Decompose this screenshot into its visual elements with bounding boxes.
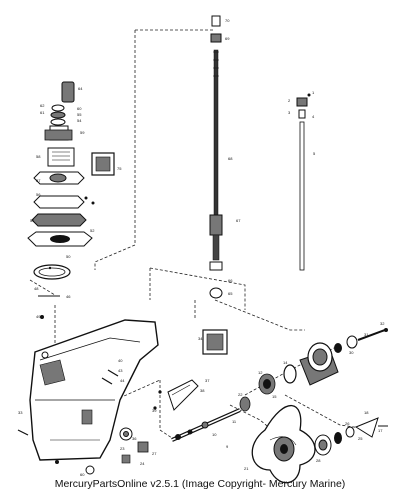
- label-56: 56: [36, 192, 41, 197]
- label-4: 4: [312, 114, 315, 119]
- label-26: 26: [345, 421, 350, 426]
- label-40: 40: [118, 358, 123, 363]
- fin-plate: [167, 379, 199, 411]
- gearcase-kit-box: [202, 329, 228, 355]
- propshaft-assembly: [137, 396, 251, 453]
- label-67: 67: [236, 218, 241, 223]
- label-66: 66: [228, 278, 233, 283]
- label-15: 15: [272, 394, 277, 399]
- label-61: 61: [40, 110, 45, 115]
- label-62: 62: [40, 103, 45, 108]
- label-30: 30: [349, 350, 354, 355]
- repair-kit-box: [91, 152, 115, 176]
- shift-shaft-assembly: [296, 93, 311, 271]
- label-38: 38: [200, 388, 205, 393]
- label-33: 33: [18, 410, 23, 415]
- label-36: 36: [132, 436, 137, 441]
- label-59: 59: [80, 130, 85, 135]
- label-51: 51: [30, 218, 35, 223]
- label-12: 12: [258, 370, 263, 375]
- label-43: 43: [118, 368, 123, 373]
- label-11: 11: [232, 419, 237, 424]
- label-2: 2: [288, 98, 291, 103]
- label-10: 10: [212, 432, 217, 437]
- label-24: 24: [140, 461, 145, 466]
- label-31: 31: [364, 332, 369, 337]
- image-caption: MercuryPartsOnline v2.5.1 (Image Copyrig…: [54, 478, 346, 490]
- label-69: 69: [225, 36, 230, 41]
- label-58: 58: [36, 154, 41, 159]
- label-54: 54: [77, 118, 82, 123]
- prop-hardware: [314, 417, 388, 456]
- label-28: 28: [316, 458, 321, 463]
- label-25: 25: [358, 436, 363, 441]
- label-46: 46: [66, 294, 71, 299]
- driveshaft-assembly: [209, 15, 223, 299]
- label-27: 27: [152, 451, 157, 456]
- water-pump-assembly: [27, 81, 93, 280]
- label-60: 60: [77, 106, 82, 111]
- label-68: 68: [228, 156, 233, 161]
- label-14: 14: [283, 360, 288, 365]
- small-hardware: [17, 196, 162, 475]
- label-17: 17: [378, 428, 383, 433]
- label-18: 18: [364, 410, 369, 415]
- label-55: 55: [77, 112, 82, 117]
- label-21: 21: [244, 466, 249, 471]
- label-34: 34: [198, 336, 203, 341]
- gearcase-housing: [29, 319, 159, 464]
- bearing-carrier-assembly: [258, 328, 388, 395]
- label-32: 32: [380, 321, 385, 326]
- label-3: 3: [288, 110, 291, 115]
- label-52: 52: [90, 228, 95, 233]
- label-1: 1: [312, 90, 315, 95]
- label-65: 65: [228, 291, 233, 296]
- label-9: 9: [226, 444, 229, 449]
- label-37: 37: [205, 378, 210, 383]
- label-22: 22: [238, 392, 243, 397]
- label-39: 39: [152, 408, 157, 413]
- label-64: 64: [78, 86, 83, 91]
- label-44: 44: [120, 378, 125, 383]
- label-75: 75: [117, 166, 122, 171]
- label-48: 48: [34, 286, 39, 291]
- label-5: 5: [313, 151, 316, 156]
- label-49: 49: [36, 314, 41, 319]
- propeller: [251, 404, 316, 484]
- part-number-labels: 70 69 68 67 66 65 64 62 61 60 55 54 59 5…: [18, 18, 385, 477]
- label-50: 50: [66, 254, 71, 259]
- label-57: 57: [36, 178, 41, 183]
- label-23: 23: [120, 446, 125, 451]
- label-60-bottom: 60: [80, 472, 85, 477]
- label-70: 70: [225, 18, 230, 23]
